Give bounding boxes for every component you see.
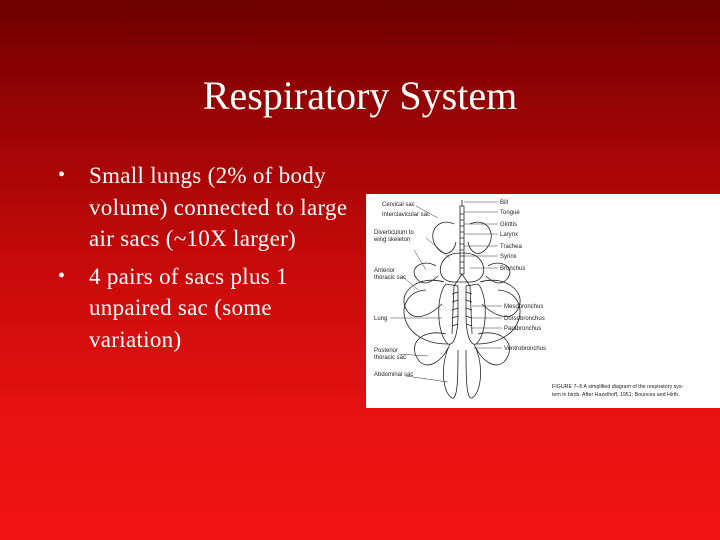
label-posterior-thoracic-2: thoracic sac xyxy=(374,355,406,361)
label-bronchus: Bronchus xyxy=(500,266,525,272)
figure-caption-line-2: tem in birds. After Hazelhoff, 1951; Bou… xyxy=(552,392,680,398)
bullet-list: • Small lungs (2% of body volume) connec… xyxy=(58,160,358,361)
bullet-text: 4 pairs of sacs plus 1 unpaired sac (som… xyxy=(89,263,288,352)
bullet-marker: • xyxy=(58,264,66,287)
label-posterior-thoracic: Posterior xyxy=(374,348,398,354)
diagram-labels-left: Cervical sac Interclavicular sac Diverti… xyxy=(373,202,430,378)
bird-respiratory-diagram: Bill Tongue Glottis Larynx Trachea Syrin… xyxy=(373,200,684,399)
label-bill: Bill xyxy=(500,200,508,206)
label-diverticulum: Diverticulum to xyxy=(374,230,414,236)
label-anterior-thoracic-2: thoracic sac xyxy=(374,275,406,281)
respiratory-diagram-figure: Bill Tongue Glottis Larynx Trachea Syrin… xyxy=(366,194,720,408)
label-glottis: Glottis xyxy=(500,222,517,228)
diagram-labels-right: Bill Tongue Glottis Larynx Trachea Syrin… xyxy=(500,200,546,352)
label-anterior-thoracic: Anterior xyxy=(374,268,395,274)
label-lung: Lung xyxy=(374,316,387,322)
label-dorsobronchus: Dorsobronchus xyxy=(504,316,545,322)
leader-lines xyxy=(390,201,502,383)
label-larynx: Larynx xyxy=(500,232,518,238)
label-diverticulum-2: wing skeleton xyxy=(373,237,410,243)
label-mesobronchus: Mesobronchus xyxy=(504,304,543,310)
bullet-item: • 4 pairs of sacs plus 1 unpaired sac (s… xyxy=(58,261,358,356)
bullet-marker: • xyxy=(58,164,66,186)
bullet-item: • Small lungs (2% of body volume) connec… xyxy=(58,160,358,255)
label-trachea: Trachea xyxy=(500,244,522,250)
slide-title: Respiratory System xyxy=(202,73,518,118)
label-ventrobronchus: Ventrobronchus xyxy=(504,346,546,352)
label-cervical-sac: Cervical sac xyxy=(382,202,415,208)
label-syrinx: Syrinx xyxy=(500,254,517,260)
label-parabronchus: Parabronchus xyxy=(504,326,541,332)
figure-caption-line-1: FIGURE 7–5 A simplified diagram of the r… xyxy=(552,384,684,390)
bullet-text: Small lungs (2% of body volume) connecte… xyxy=(89,163,348,251)
label-abdominal-sac: Abdominal sac xyxy=(374,372,413,378)
label-interclavicular-sac: Interclavicular sac xyxy=(382,212,430,218)
diagram-drawing xyxy=(403,200,521,399)
label-tongue: Tongue xyxy=(500,210,520,216)
